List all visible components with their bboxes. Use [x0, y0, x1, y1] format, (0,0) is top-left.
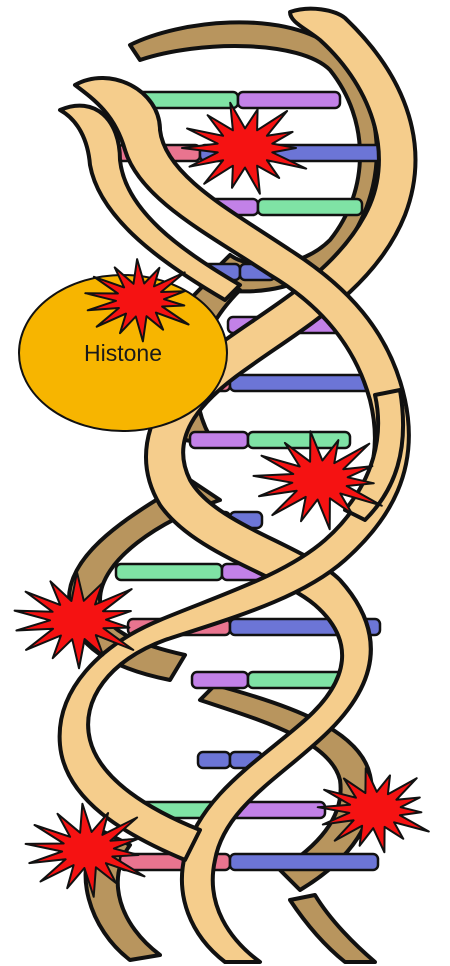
base-pair-right [238, 92, 340, 108]
base-pair-right [230, 375, 380, 391]
base-pair-left [192, 672, 248, 688]
dna-damage-burst-icon [318, 768, 429, 852]
base-pair-left [198, 752, 230, 768]
histone-label: Histone [84, 340, 162, 366]
base-pair-left [116, 564, 222, 580]
base-pair-right [230, 854, 378, 870]
base-pair-left [190, 432, 248, 448]
dna-damage-burst-icon [182, 103, 306, 194]
base-pair-right [258, 199, 362, 215]
